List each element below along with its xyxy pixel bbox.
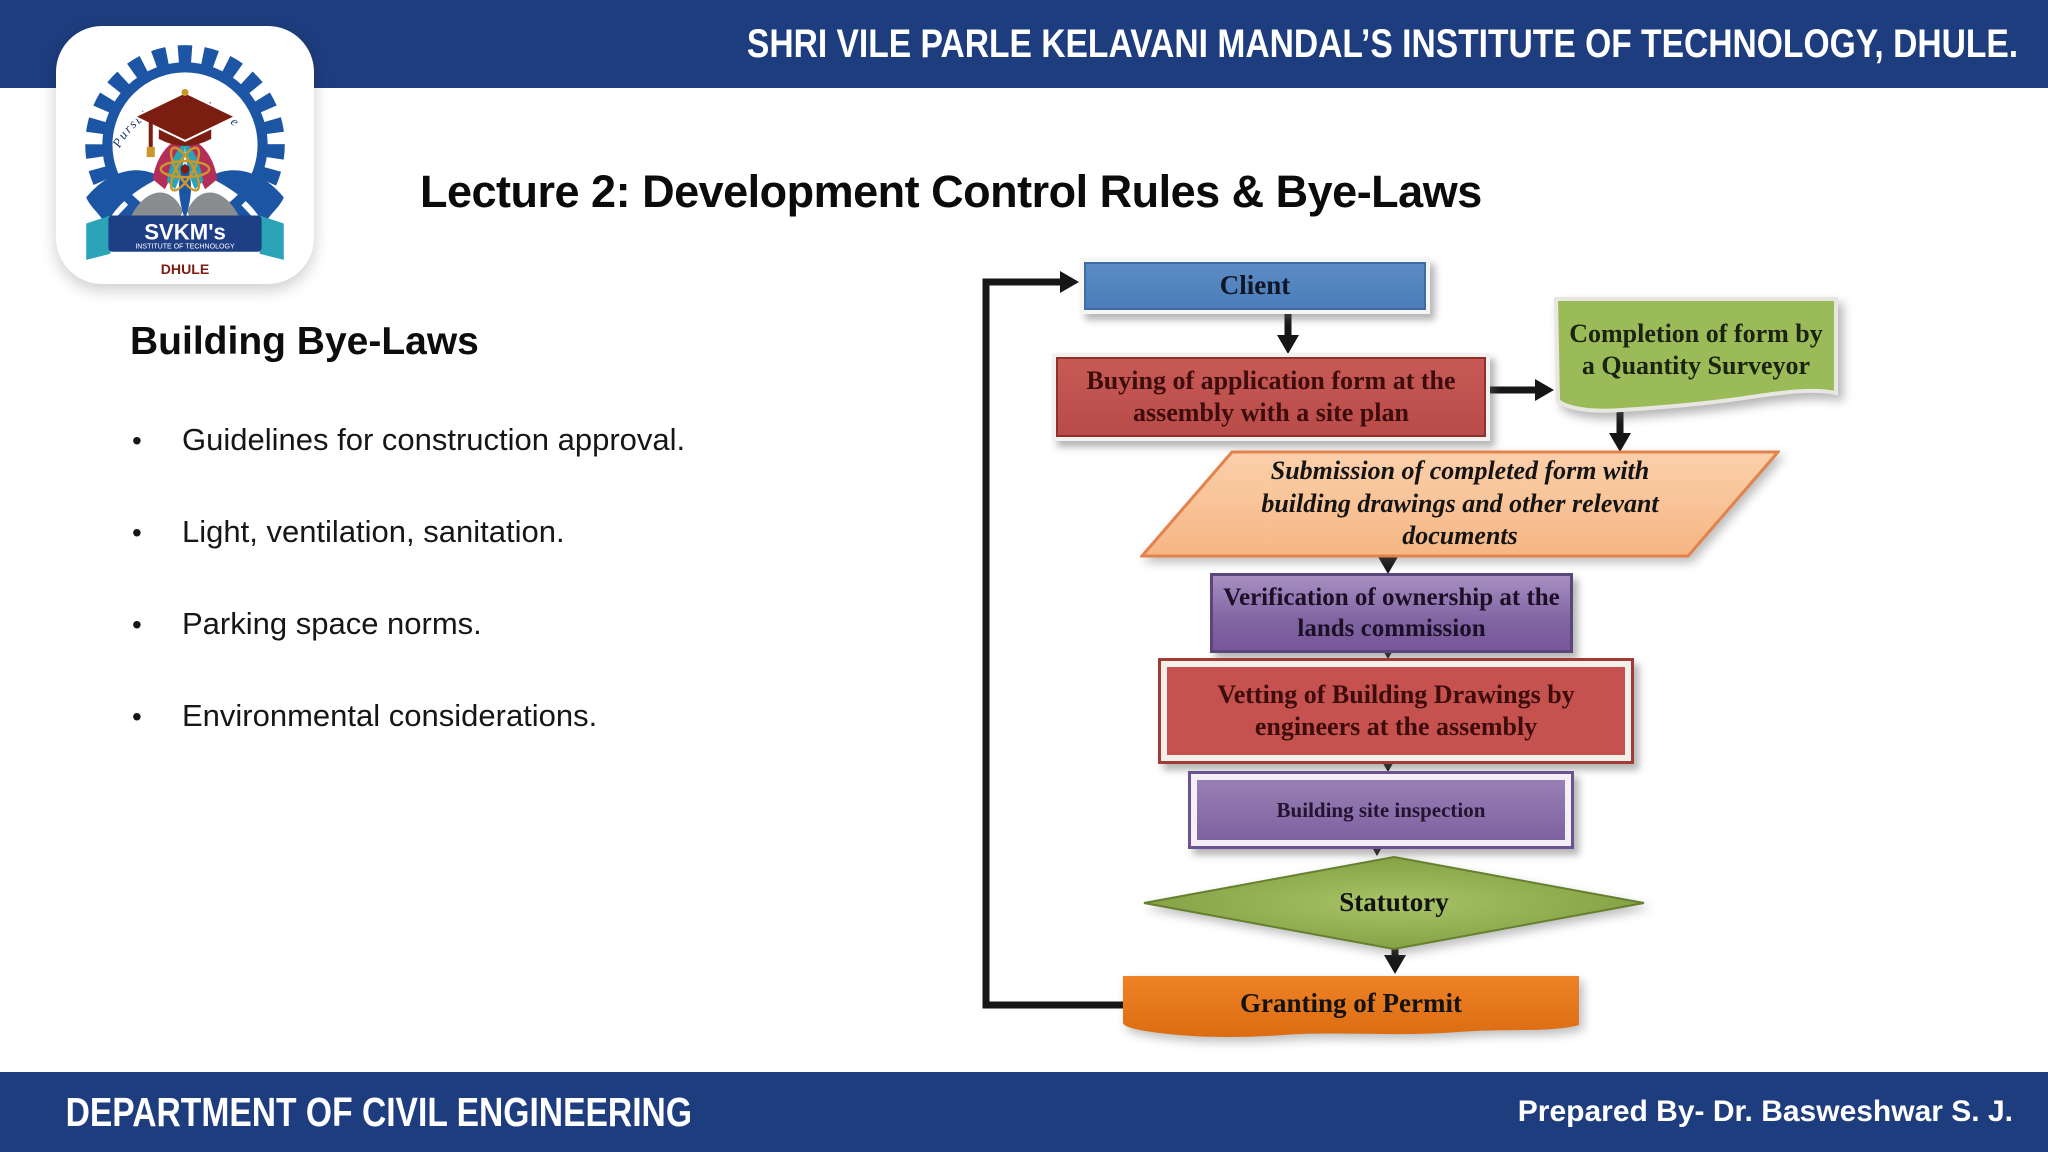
- bullet-list: Guidelines for construction approval. Li…: [130, 420, 810, 788]
- logo-ribbon: SVKM's INSTITUTE OF TECHNOLOGY: [86, 215, 284, 260]
- department-name: DEPARTMENT OF CIVIL ENGINEERING: [65, 1088, 692, 1135]
- flowchart-node-granting: Granting of Permit: [1120, 973, 1582, 1043]
- verification-label: Verification of ownership at the lands c…: [1223, 583, 1560, 642]
- flowchart-node-buying: Buying of application form at the assemb…: [1052, 353, 1490, 441]
- completion-label: Completion of form by a Quantity Surveyo…: [1569, 318, 1823, 381]
- section-heading: Building Bye-Laws: [130, 320, 479, 363]
- institute-logo: Pursuing Excellence: [56, 26, 314, 284]
- submission-label: Submission of completed form with buildi…: [1261, 456, 1659, 551]
- logo-city: DHULE: [161, 261, 210, 277]
- vetting-label: Vetting of Building Drawings by engineer…: [1217, 679, 1575, 742]
- buying-label: Buying of application form at the assemb…: [1086, 365, 1456, 428]
- atom-icon: [159, 146, 211, 192]
- footer-bar: DEPARTMENT OF CIVIL ENGINEERING Prepared…: [0, 1072, 2048, 1152]
- flowchart-node-vetting: Vetting of Building Drawings by engineer…: [1158, 658, 1634, 764]
- bullet-item: Parking space norms.: [130, 604, 810, 645]
- bullet-item: Light, ventilation, sanitation.: [130, 512, 810, 553]
- inspection-label: Building site inspection: [1276, 797, 1486, 822]
- flowchart-node-submission: Submission of completed form with buildi…: [1140, 450, 1780, 558]
- logo-org-name: SVKM's: [144, 220, 226, 245]
- document-shape: [1553, 297, 1838, 413]
- institute-logo-graphic: Pursuing Excellence: [85, 45, 285, 277]
- parallelogram-shape: [1140, 450, 1780, 558]
- page-title: Lecture 2: Development Control Rules & B…: [420, 166, 1482, 217]
- header-bar: SHRI VILE PARLE KELAVANI MANDAL’S INSTIT…: [0, 0, 2048, 88]
- institute-name: SHRI VILE PARLE KELAVANI MANDAL’S INSTIT…: [746, 21, 2018, 66]
- permit-shape: [1123, 976, 1579, 1038]
- bullet-item: Guidelines for construction approval.: [130, 420, 810, 461]
- graduation-cap-icon: [132, 88, 238, 158]
- client-label: Client: [1219, 270, 1291, 301]
- flowchart-node-statutory: Statutory: [1142, 855, 1646, 951]
- logo-org-sub: INSTITUTE OF TECHNOLOGY: [135, 244, 235, 251]
- flowchart-node-inspection: Building site inspection: [1188, 771, 1574, 849]
- diamond-shape: [1143, 855, 1645, 951]
- statutory-label: Statutory: [1339, 887, 1449, 918]
- bullet-item: Environmental considerations.: [130, 696, 810, 737]
- granting-label: Granting of Permit: [1240, 988, 1462, 1019]
- building-permit-flowchart: Client Buying of application form at the…: [940, 240, 1890, 1060]
- flowchart-node-verification: Verification of ownership at the lands c…: [1210, 573, 1573, 653]
- flowchart-node-client: Client: [1080, 258, 1430, 314]
- prepared-by: Prepared By- Dr. Basweshwar S. J.: [1517, 1095, 2013, 1128]
- flowchart-node-completion: Completion of form by a Quantity Surveyo…: [1552, 295, 1840, 427]
